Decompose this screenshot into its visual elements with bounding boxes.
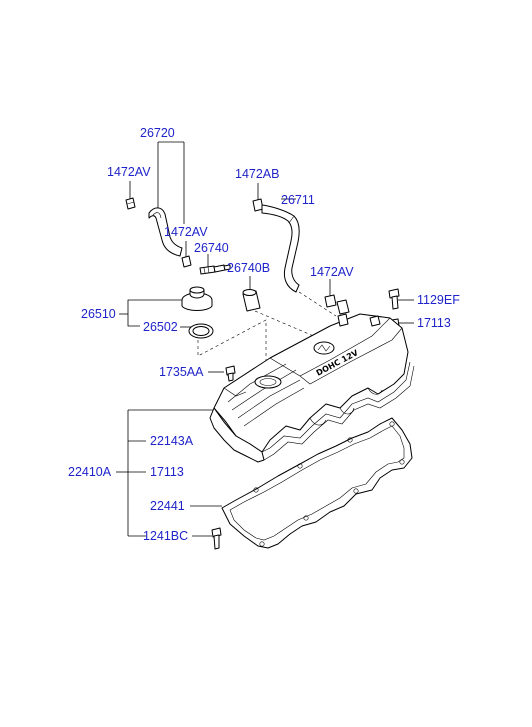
pcv-valve-part (199, 264, 231, 275)
label-26510[interactable]: 26510 (81, 307, 116, 321)
cap-gasket-part (188, 323, 214, 339)
label-17113-top[interactable]: 17113 (417, 316, 451, 330)
bolt-1129ef-part (388, 288, 400, 310)
part-labels: 26720 1472AV 1472AB 26711 1472AV 26740 2… (68, 126, 460, 543)
label-1472av-middle[interactable]: 1472AV (164, 225, 208, 239)
oil-filler-cap-part (181, 286, 213, 311)
bolt-1735aa-part (225, 365, 236, 382)
label-1472av-left[interactable]: 1472AV (107, 165, 151, 179)
hose-clip-right-part (324, 294, 337, 308)
label-26740b[interactable]: 26740B (227, 261, 270, 275)
breather-hose-part (148, 207, 183, 257)
label-26720[interactable]: 26720 (140, 126, 175, 140)
label-22410a[interactable]: 22410A (68, 465, 112, 479)
label-17113-bottom[interactable]: 17113 (150, 465, 184, 479)
label-1472ab[interactable]: 1472AB (235, 167, 279, 181)
head-cover-gasket-part (221, 417, 413, 549)
cylinder-head-cover-part (209, 299, 415, 463)
label-26502[interactable]: 26502 (143, 320, 178, 334)
label-1735aa[interactable]: 1735AA (159, 365, 204, 379)
grommet-part (242, 289, 261, 312)
ventilation-hose-part (261, 204, 300, 293)
label-1241bc[interactable]: 1241BC (143, 529, 188, 543)
leader-lines (116, 141, 414, 537)
label-22143a[interactable]: 22143A (150, 434, 194, 448)
label-26711[interactable]: 26711 (281, 193, 315, 207)
label-1129ef[interactable]: 1129EF (417, 293, 460, 307)
hose-clip-middle-part (181, 255, 192, 268)
label-22441[interactable]: 22441 (150, 499, 185, 513)
bolt-1241bc-part (211, 527, 222, 550)
label-26740[interactable]: 26740 (194, 241, 229, 255)
label-1472av-right[interactable]: 1472AV (310, 265, 354, 279)
hose-clip-left-part (125, 197, 136, 210)
